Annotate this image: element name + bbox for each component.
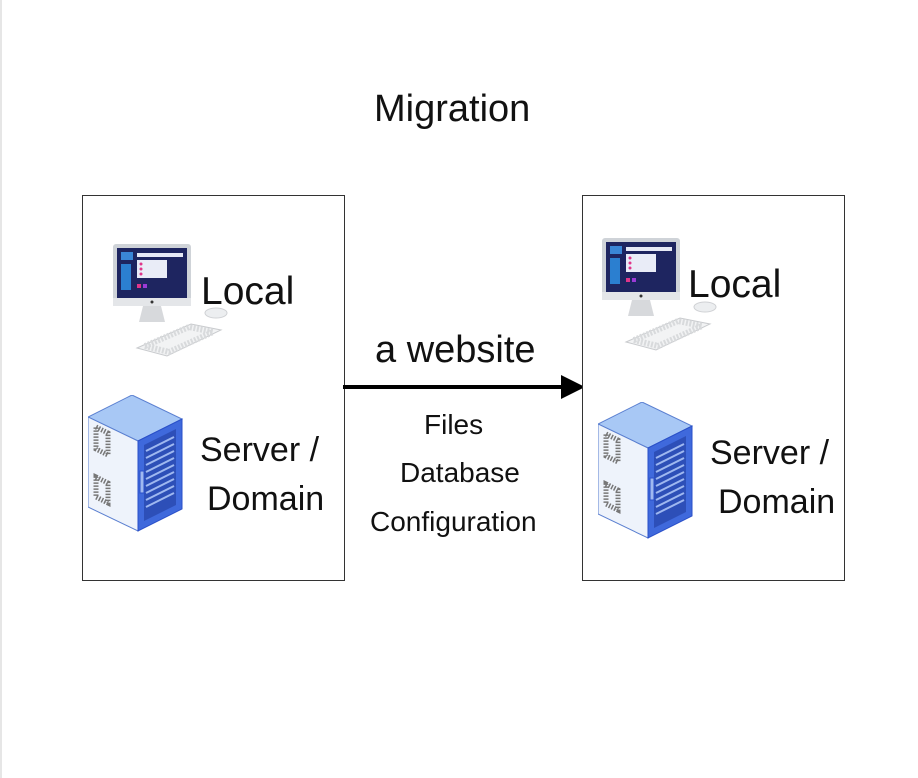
server-icon bbox=[598, 402, 694, 542]
item-files: Files bbox=[424, 409, 484, 440]
diagram-title: Migration bbox=[374, 88, 531, 130]
source-local-label: Local bbox=[201, 270, 295, 313]
target-local-label: Local bbox=[688, 263, 782, 306]
source-domain-label: Domain bbox=[207, 480, 325, 518]
server-icon bbox=[88, 395, 184, 535]
page-edge bbox=[0, 0, 2, 778]
arrow-label: a website bbox=[375, 329, 536, 371]
migration-arrow bbox=[343, 375, 585, 399]
target-domain-label: Domain bbox=[718, 483, 836, 521]
source-server-label: Server / bbox=[200, 431, 320, 469]
item-database: Database bbox=[400, 457, 520, 488]
target-server-label: Server / bbox=[710, 434, 830, 472]
item-configuration: Configuration bbox=[370, 506, 537, 537]
